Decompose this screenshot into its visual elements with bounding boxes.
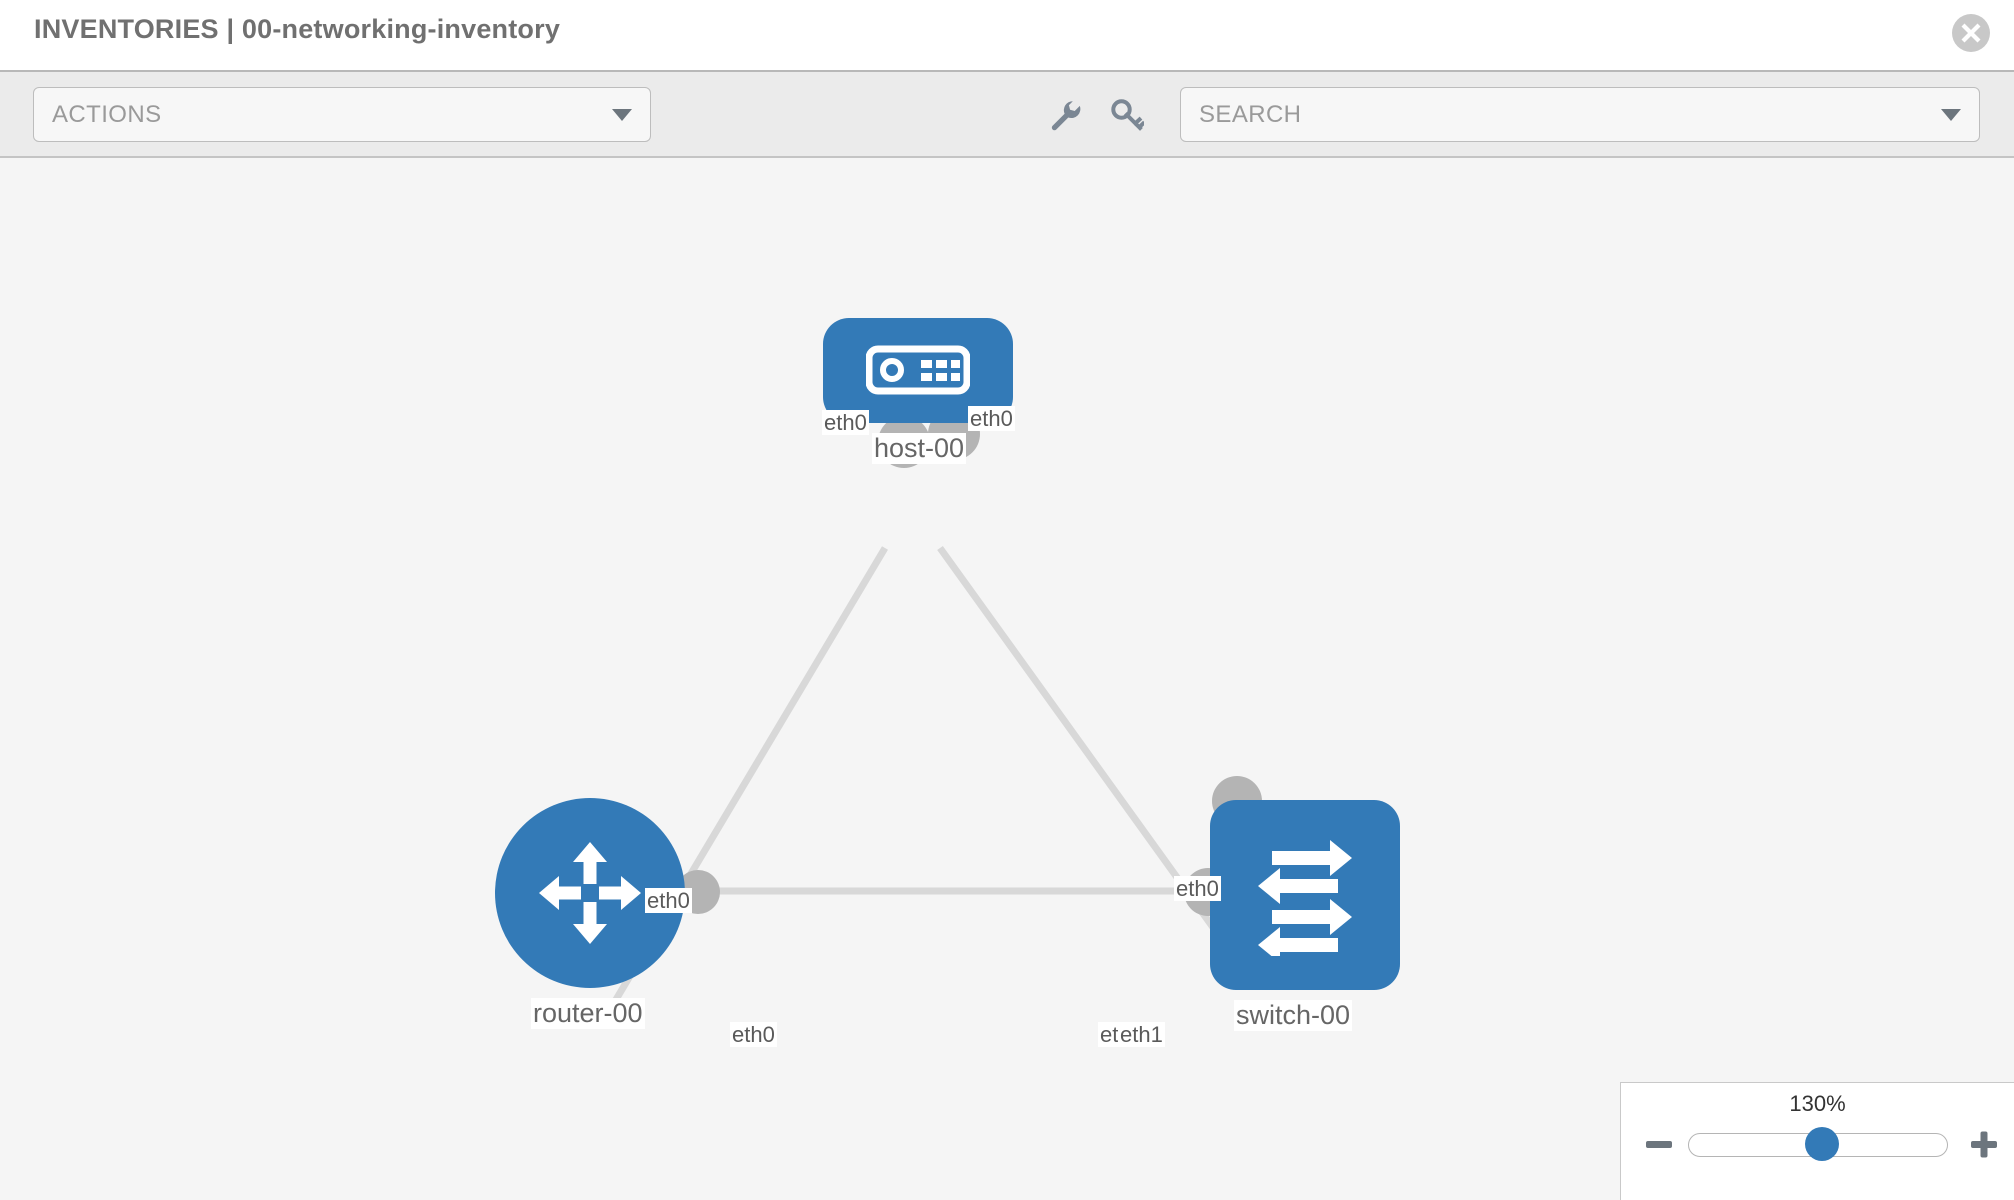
search-placeholder: SEARCH (1199, 100, 1302, 128)
topology-links (601, 545, 1238, 1020)
node-switch-00[interactable]: switch-00 (1210, 800, 1400, 1050)
node-host-00-shape (823, 318, 1013, 423)
topology-canvas[interactable]: host-00 router-00 (0, 158, 2014, 1200)
minus-icon[interactable] (1645, 1131, 1673, 1159)
edge-label-host-right-eth0: eth0 (968, 406, 1015, 432)
edge-label-host-left-eth0: eth0 (822, 410, 869, 436)
edge-label-switch-up-eth0: eth0 (1174, 876, 1221, 902)
key-icon[interactable] (1110, 98, 1146, 132)
actions-dropdown-label: ACTIONS (52, 100, 162, 128)
node-router-00-label: router-00 (531, 998, 645, 1030)
node-switch-00-shape (1210, 800, 1400, 990)
chevron-down-icon (1941, 108, 1961, 121)
node-switch-00-label: switch-00 (1234, 1000, 1353, 1032)
zoom-level-value: 130% (1789, 1091, 1846, 1116)
switch-icon (1258, 840, 1352, 956)
plus-icon[interactable] (1970, 1131, 1998, 1159)
toolbar: ACTIONS SEARCH (0, 70, 2014, 158)
edge-label-switch-left-eth1: eth1 (1118, 1022, 1165, 1048)
server-icon (866, 345, 970, 395)
zoom-slider-thumb[interactable] (1805, 1127, 1839, 1161)
edge-label-router-right-eth0: eth0 (730, 1022, 777, 1048)
search-input[interactable]: SEARCH (1180, 87, 1980, 142)
actions-dropdown[interactable]: ACTIONS (33, 87, 651, 142)
edge-label-router-up-eth0: eth0 (645, 888, 692, 914)
router-icon (539, 842, 641, 944)
node-router-00[interactable]: router-00 (495, 798, 685, 1048)
page-title: INVENTORIES | 00-networking-inventory (34, 14, 561, 44)
window-header: INVENTORIES | 00-networking-inventory (0, 0, 2014, 70)
zoom-control-panel: 130% (1620, 1082, 2014, 1200)
wrench-icon[interactable] (1048, 98, 1082, 132)
node-host-00[interactable]: host-00 (823, 318, 1013, 508)
node-host-00-label: host-00 (872, 433, 967, 465)
chevron-down-icon (612, 108, 632, 121)
close-icon[interactable] (1952, 14, 1990, 52)
